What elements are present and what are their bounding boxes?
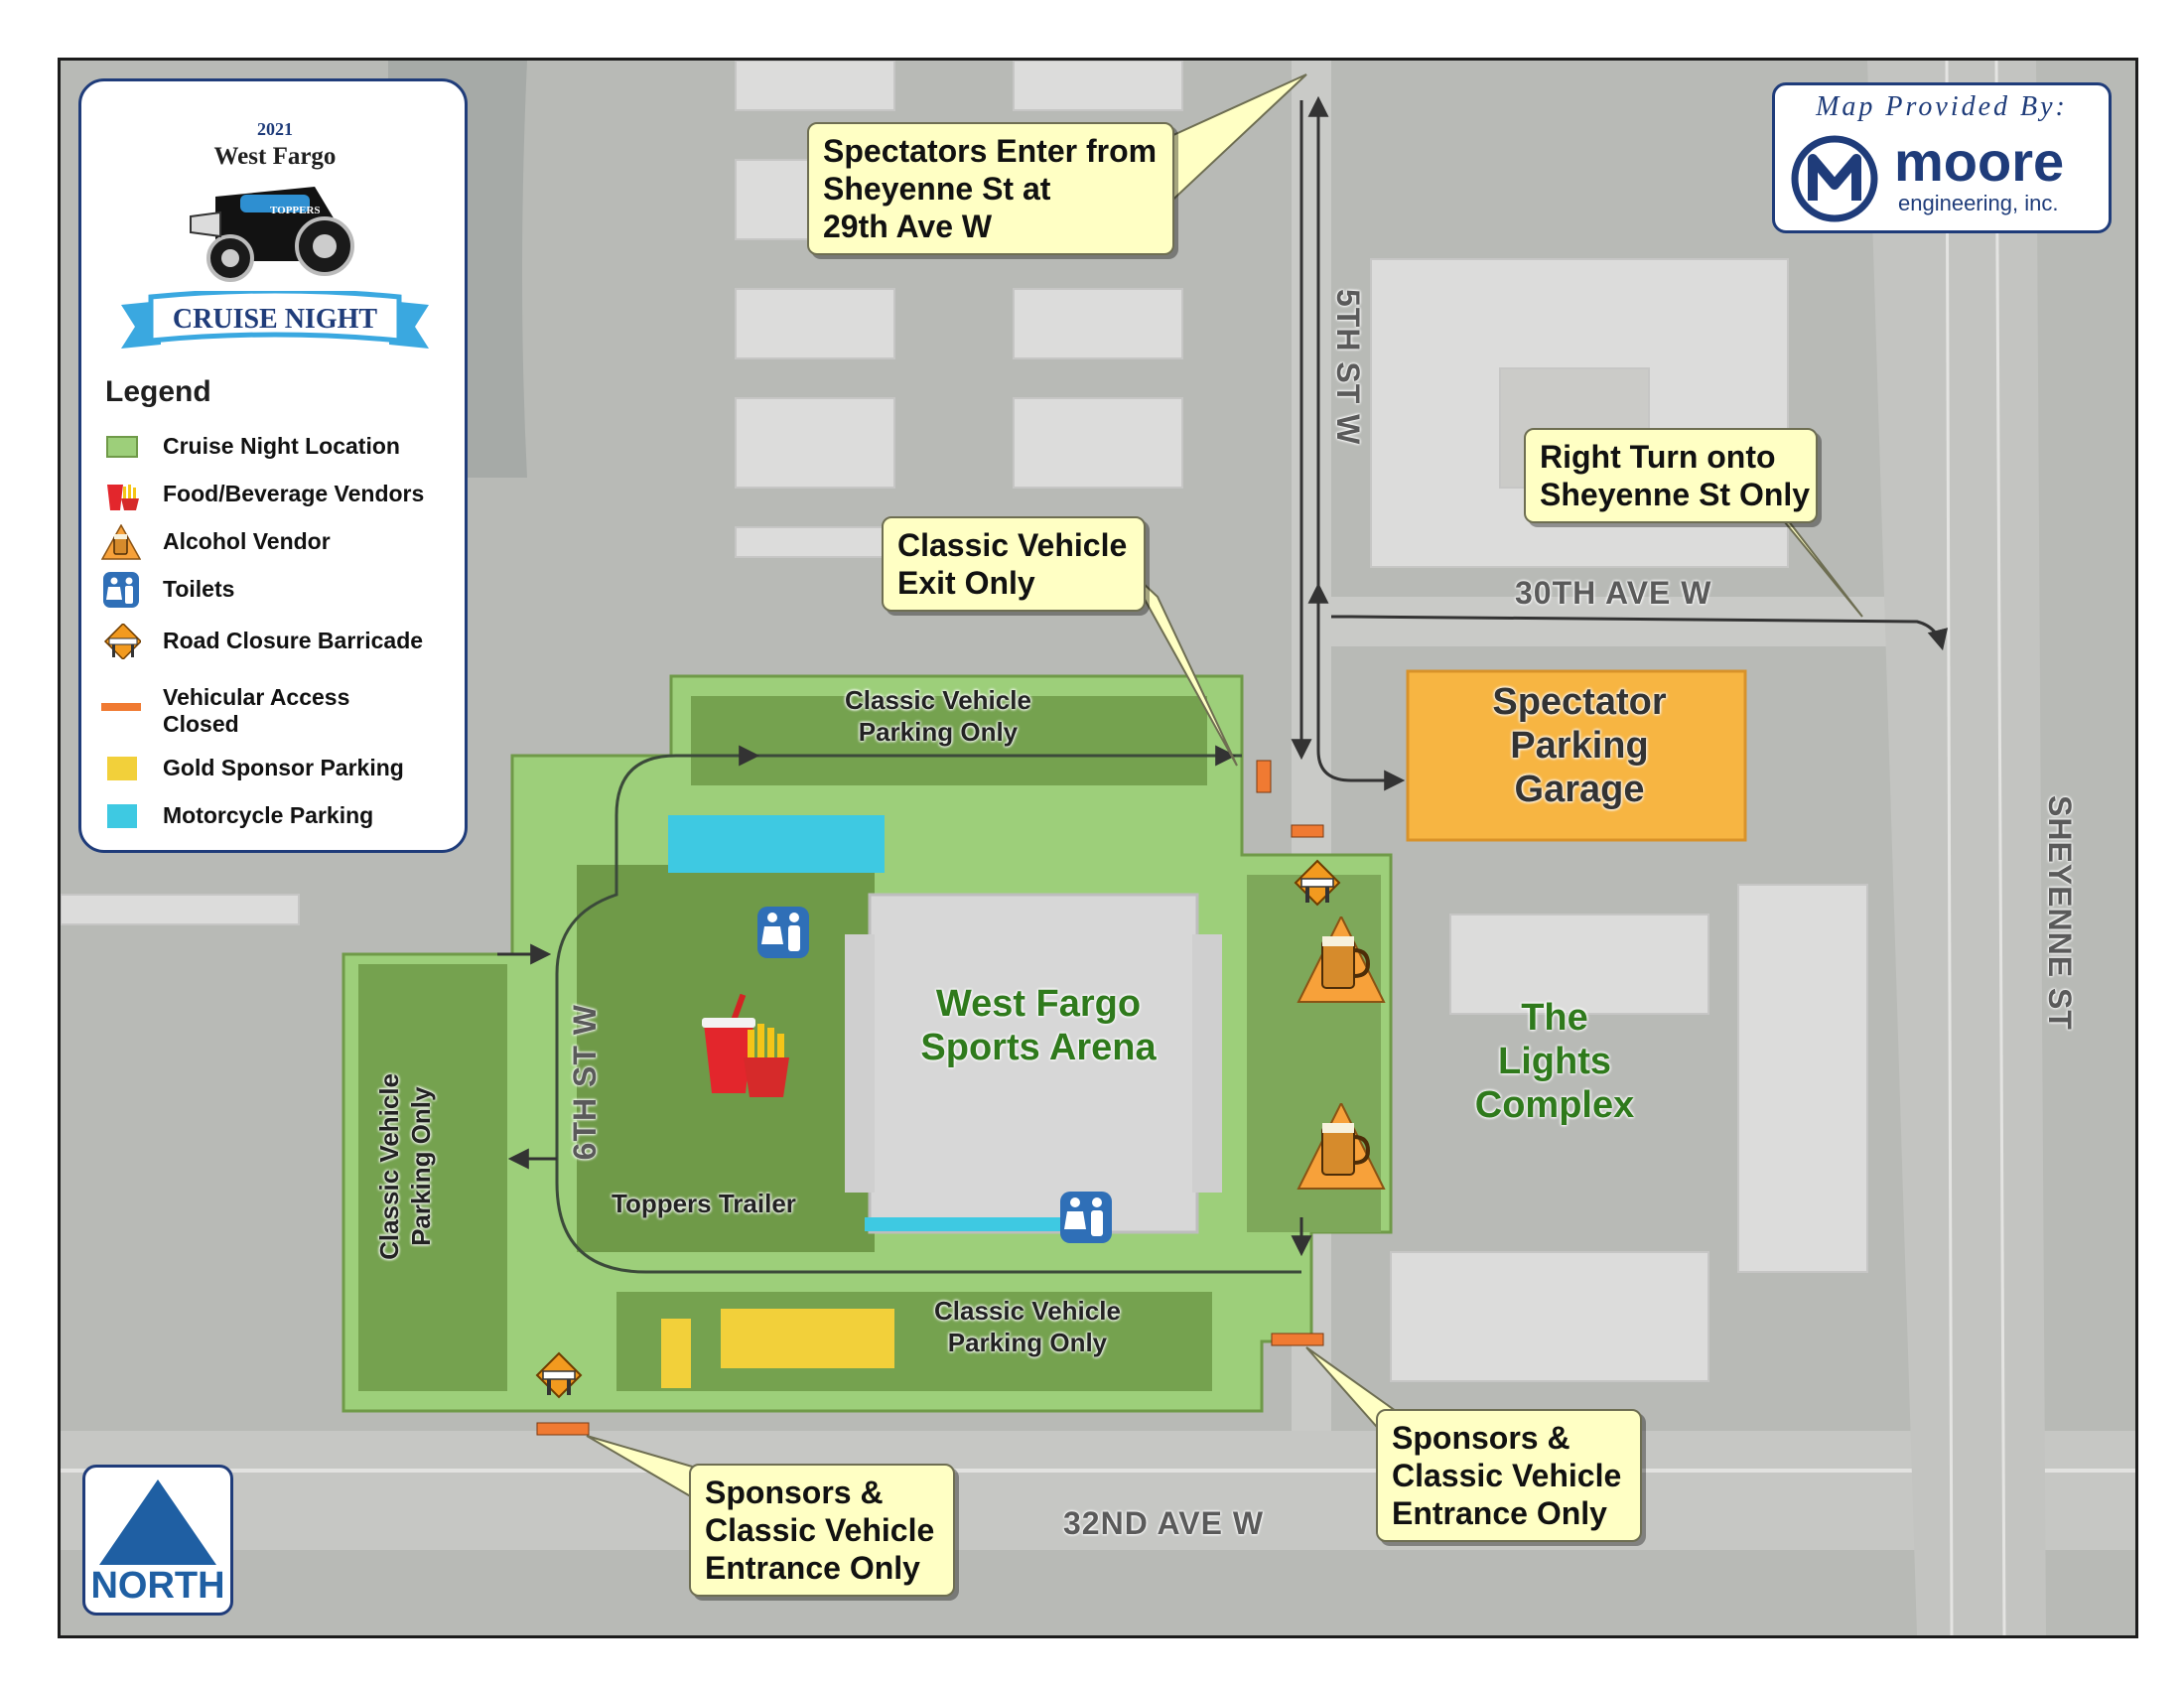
map-base-layer bbox=[61, 61, 2135, 1635]
garage-label[interactable]: Spectator Parking Garage bbox=[1492, 681, 1667, 810]
drink-fries-icon[interactable] bbox=[696, 994, 795, 1103]
restroom-icon[interactable] bbox=[755, 905, 811, 960]
closure-garage bbox=[1291, 824, 1324, 838]
gold-sponsor-parking-east bbox=[721, 1309, 894, 1368]
toppers-trailer-label: Toppers Trailer bbox=[612, 1189, 796, 1218]
street-label-sheyenne-st: SHEYENNE ST bbox=[2042, 795, 2078, 1031]
moore-logo-icon bbox=[1791, 135, 1878, 222]
green-area-swatch-icon bbox=[106, 436, 138, 458]
gold-sponsor-parking-west bbox=[661, 1319, 691, 1388]
closure-north bbox=[1256, 760, 1272, 793]
north-arrow: NORTH bbox=[82, 1465, 233, 1616]
north-triangle-icon bbox=[99, 1479, 216, 1565]
cruise-night-logo: 2021 West Fargo TOPPERS CRUISE NIGHT bbox=[121, 107, 429, 355]
callout-right-turn[interactable]: Right Turn onto Sheyenne St Only bbox=[1524, 428, 1818, 523]
map-provider-panel: Map Provided By: moore engineering, inc. bbox=[1772, 82, 2112, 233]
north-label: NORTH bbox=[90, 1565, 225, 1607]
restroom-icon[interactable] bbox=[1058, 1190, 1114, 1245]
parking-north-label: Classic Vehicle Parking Only bbox=[845, 685, 1031, 747]
street-label-32nd-ave: 32ND AVE W bbox=[1063, 1505, 1265, 1541]
hot-rod-car-icon bbox=[190, 187, 354, 282]
road-32nd-ave bbox=[61, 1431, 2135, 1550]
provided-by-text: Map Provided By: bbox=[1816, 91, 2068, 122]
callout-classic-exit[interactable]: Classic Vehicle Exit Only bbox=[882, 516, 1146, 612]
company-name: moore bbox=[1894, 130, 2065, 193]
legend-panel: 2021 West Fargo TOPPERS CRUISE NIGHT Leg… bbox=[78, 78, 468, 853]
event-map[interactable]: 5TH ST W 6TH ST W 30TH AVE W 32ND AVE W … bbox=[58, 58, 2138, 1638]
parking-south-label: Classic Vehicle Parking Only bbox=[934, 1296, 1121, 1357]
street-label-6th-st: 6TH ST W bbox=[567, 1004, 603, 1161]
beer-mug-icon[interactable] bbox=[1297, 1103, 1386, 1193]
logo-club: TOPPERS bbox=[270, 205, 321, 216]
callout-entrance-se[interactable]: Sponsors & Classic Vehicle Entrance Only bbox=[1376, 1409, 1642, 1542]
gold-swatch-icon bbox=[107, 757, 137, 780]
company-subtitle: engineering, inc. bbox=[1898, 191, 2059, 215]
logo-ribbon bbox=[121, 291, 429, 349]
beer-mug-icon[interactable] bbox=[1297, 916, 1386, 1006]
drive-route bbox=[555, 754, 1301, 1274]
cyan-swatch-icon bbox=[107, 804, 137, 828]
restroom-icon bbox=[103, 572, 139, 608]
beer-mug-icon bbox=[101, 524, 141, 560]
motorcycle-parking-north bbox=[668, 815, 885, 873]
barricade-icon[interactable] bbox=[535, 1351, 583, 1399]
arena-building bbox=[868, 893, 1199, 1234]
legend-title: Legend bbox=[105, 375, 211, 408]
barricade-icon[interactable] bbox=[1294, 859, 1341, 907]
lights-complex-label[interactable]: The Lights Complex bbox=[1474, 997, 1635, 1126]
logo-city: West Fargo bbox=[213, 143, 337, 170]
spectator-parking-garage bbox=[1406, 669, 1747, 842]
closure-sw bbox=[536, 1422, 590, 1436]
arena-label[interactable]: West Fargo Sports Arena bbox=[920, 983, 1157, 1068]
orange-line-icon bbox=[101, 703, 141, 711]
drink-fries-icon bbox=[107, 485, 139, 510]
barricade-icon bbox=[103, 624, 141, 659]
callout-entrance-sw[interactable]: Sponsors & Classic Vehicle Entrance Only bbox=[689, 1464, 955, 1597]
callout-spectators-enter[interactable]: Spectators Enter from Sheyenne St at 29t… bbox=[807, 122, 1174, 255]
logo-year: 2021 bbox=[257, 119, 293, 139]
street-label-5th-st: 5TH ST W bbox=[1330, 289, 1366, 446]
street-label-30th-ave: 30TH AVE W bbox=[1515, 575, 1712, 611]
parking-west-label: Classic Vehicle Parking Only bbox=[374, 1073, 436, 1260]
logo-event: CRUISE NIGHT bbox=[172, 304, 378, 335]
motorcycle-parking-south bbox=[865, 1217, 1103, 1231]
closure-se bbox=[1271, 1333, 1324, 1346]
